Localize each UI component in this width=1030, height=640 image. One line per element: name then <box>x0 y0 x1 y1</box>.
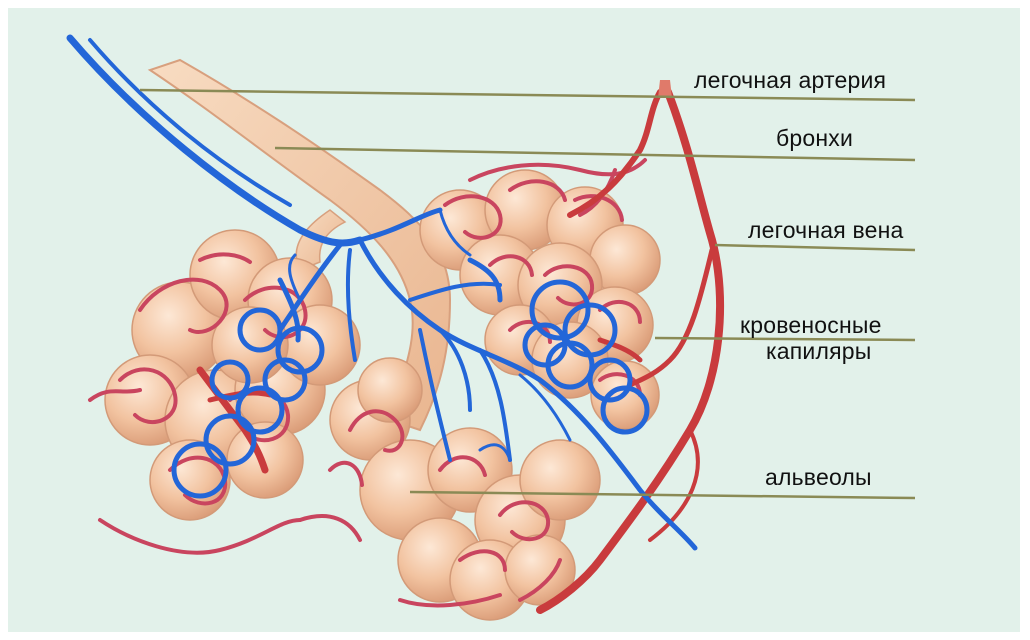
leader-line-pulmonary-vein <box>715 245 915 250</box>
label-pulmonary-artery: легочная артерия <box>694 68 886 93</box>
artery-tip <box>658 80 672 98</box>
label-bronchi: бронхи <box>776 126 853 151</box>
label-pulmonary-vein: легочная вена <box>748 218 904 243</box>
label-capillaries-line2: капиляры <box>766 339 871 364</box>
label-alveoli: альвеолы <box>765 465 872 490</box>
label-capillaries-line1: кровеносные <box>740 313 882 338</box>
